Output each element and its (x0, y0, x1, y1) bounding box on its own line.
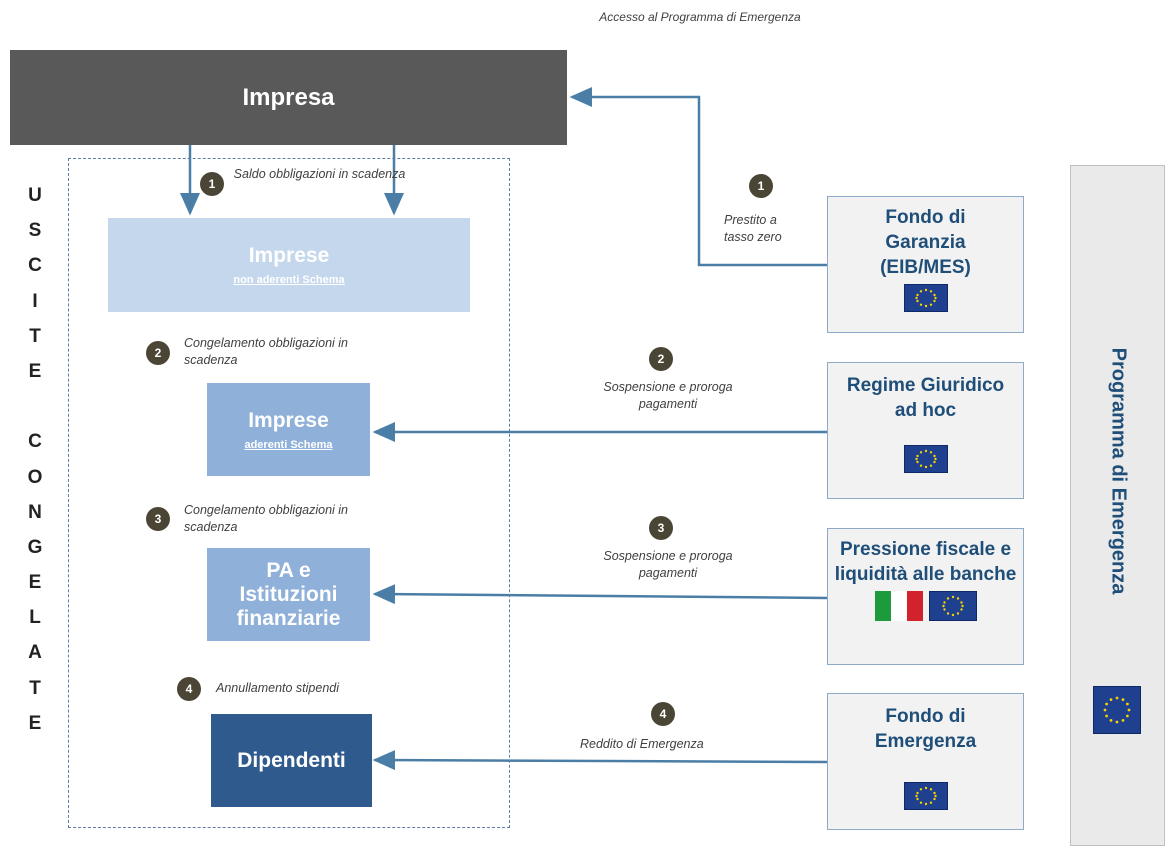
box-title: Fondo di Garanzia (EIB/MES) (880, 207, 971, 278)
box-title: Imprese (248, 408, 329, 432)
right-step-badge-2: 2 (649, 347, 673, 371)
eu-flag-icon (903, 445, 948, 473)
access-title: Accesso al Programma di Emergenza (599, 10, 801, 24)
step-note-3: Congelamento obbligazioni in scadenza (184, 503, 349, 534)
step-note-1: Saldo obbligazioni in scadenza (233, 167, 406, 181)
vertical-letter: O (27, 466, 43, 488)
regime-giuridico-box: Regime Giuridico ad hoc (827, 362, 1024, 499)
fondo-garanzia-box: Fondo di Garanzia (EIB/MES) (827, 196, 1024, 333)
fondo-emergenza-box: Fondo di Emergenza (827, 693, 1024, 830)
vertical-letter: G (27, 536, 43, 558)
box-title: Imprese (248, 244, 330, 267)
imprese-aderenti-box: Imprese aderenti Schema (207, 383, 370, 476)
box-title: Regime Giuridico ad hoc (846, 375, 1005, 421)
right-step-badge-1: 1 (749, 174, 773, 198)
vertical-letter: U (28, 185, 42, 206)
eu-flag-icon (928, 591, 977, 621)
vertical-letter: E (28, 712, 42, 734)
programma-emergenza-label: Programma di Emergenza (1107, 347, 1129, 595)
arrow-pressione-fiscale (372, 584, 829, 605)
pa-istituzioni-box: PA e Istituzioni finanziarie (207, 548, 370, 641)
vertical-letter: T (29, 677, 41, 699)
vertical-letter: E (28, 572, 42, 594)
vertical-letter: T (29, 325, 41, 347)
step-badge-2: 2 (146, 341, 170, 365)
step-note-4: Annullamento stipendi (216, 681, 339, 695)
step-badge-1: 1 (200, 172, 224, 196)
right-step-note-3: Sospensione e proroga pagamenti (603, 549, 733, 580)
box-subtitle: aderenti Schema (244, 438, 333, 451)
box-title: Dipendenti (237, 748, 346, 772)
dipendenti-box: Dipendenti (211, 714, 372, 807)
imprese-non-aderenti-box: Imprese non aderenti Schema (108, 218, 470, 312)
vertical-letter: S (28, 220, 42, 242)
impresa-label: Impresa (242, 83, 335, 111)
right-step-note-1: Prestito a tasso zero (724, 213, 782, 244)
vertical-letter (20, 389, 50, 424)
box-title: PA e Istituzioni finanziarie (236, 558, 341, 630)
italy-flag-icon (874, 591, 923, 621)
arrow-fondo-emergenza (372, 750, 829, 771)
right-step-badge-4: 4 (651, 702, 675, 726)
arrow-fondo-garanzia (569, 87, 828, 267)
uscite-congelate-frame (68, 158, 510, 828)
step-badge-3: 3 (146, 507, 170, 531)
vertical-letter: C (28, 255, 42, 277)
uscite-congelate-label: U S C I T E C O N G E L A T E (20, 178, 50, 741)
box-subtitle: non aderenti Schema (233, 274, 345, 286)
eu-flag-icon (1093, 686, 1141, 734)
right-step-badge-3: 3 (649, 516, 673, 540)
impresa-box: Impresa (10, 50, 567, 145)
pressione-fiscale-box: Pressione fiscale e liquidità alle banch… (827, 528, 1024, 665)
right-step-note-2: Sospensione e proroga pagamenti (603, 380, 733, 411)
box-title: Pressione fiscale e liquidità alle banch… (834, 539, 1017, 585)
vertical-letter: E (28, 360, 42, 382)
eu-flag-icon (903, 782, 948, 810)
vertical-letter: N (28, 501, 42, 523)
step-note-2: Congelamento obbligazioni in scadenza (184, 336, 349, 367)
vertical-letter: A (28, 642, 42, 664)
programma-emergenza-panel: Programma di Emergenza (1070, 165, 1165, 846)
vertical-letter: C (28, 431, 42, 453)
step-badge-4: 4 (177, 677, 201, 701)
vertical-letter: I (32, 290, 38, 312)
box-title: Fondo di Emergenza (874, 706, 977, 752)
right-step-note-4: Reddito di Emergenza (580, 737, 704, 751)
vertical-letter: L (29, 607, 41, 629)
eu-flag-icon (903, 284, 948, 312)
